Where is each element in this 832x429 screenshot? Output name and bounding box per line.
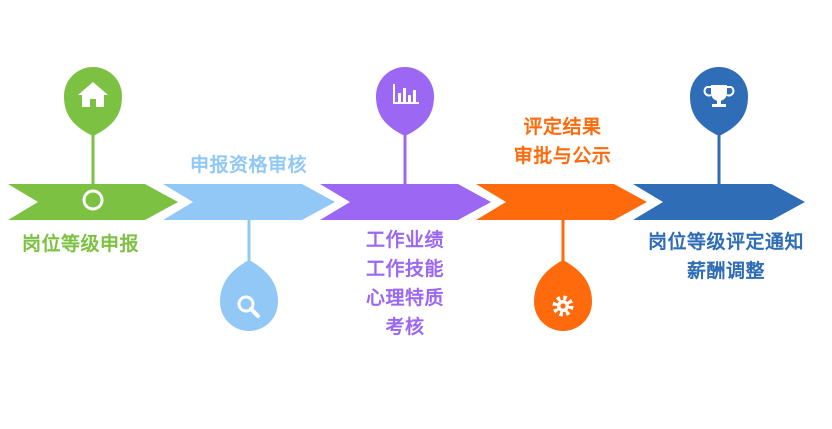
step-5-label: 岗位等级评定通知 薪酬调整 <box>628 228 824 286</box>
step-3-label-line-2: 工作技能 <box>365 258 444 280</box>
step-4-label: 评定结果 审批与公示 <box>495 113 630 171</box>
trophy-icon <box>703 85 735 107</box>
arrow-segment-4 <box>476 184 647 220</box>
pin-step-3 <box>376 67 434 184</box>
home-icon <box>78 82 108 107</box>
gear-icon <box>552 295 574 317</box>
arrow-segment-5 <box>633 184 805 220</box>
step-4-label-line-1: 评定结果 <box>523 116 602 138</box>
step-5-label-line-1: 岗位等级评定通知 <box>647 231 804 253</box>
step-3-label-line-3: 心理特质 <box>365 287 444 309</box>
step-5-label-line-2: 薪酬调整 <box>686 260 765 282</box>
pin-step-2 <box>220 220 278 331</box>
step-3-label: 工作业绩 工作技能 心理特质 考核 <box>340 226 470 342</box>
arrow-segment-3 <box>320 184 491 220</box>
arrow-segment-2 <box>163 184 335 220</box>
search-icon <box>237 295 260 318</box>
pin-step-5 <box>690 67 748 184</box>
chart-icon <box>393 84 419 104</box>
step-1-label: 岗位等级申报 <box>22 230 162 259</box>
pin-step-4 <box>534 220 592 331</box>
step-3-label-line-4: 考核 <box>385 316 425 338</box>
step-4-label-line-2: 审批与公示 <box>513 145 612 167</box>
step-1-label-line-1: 岗位等级申报 <box>22 233 140 255</box>
step-3-label-line-1: 工作业绩 <box>365 229 444 251</box>
step-2-label-line-1: 申报资格审核 <box>189 154 307 176</box>
pin-step-1 <box>64 67 122 211</box>
step-2-label: 申报资格审核 <box>176 151 321 180</box>
